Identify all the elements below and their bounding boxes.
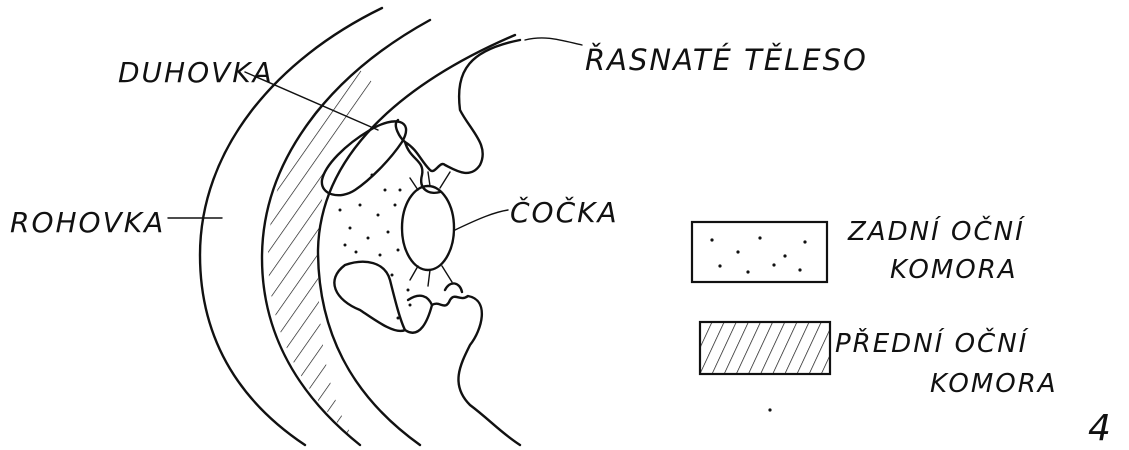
stray-dot [768,408,771,411]
label-cocka: ČOČKA [510,195,619,229]
ciliary-processes-upper [405,142,440,193]
legend-dotted-line2: KOMORA [890,255,1018,285]
label-duhovka: DUHOVKA [118,56,274,89]
legend-swatch-hatched [700,322,830,374]
posterior-chamber-dots [339,174,412,320]
legend-hatched-line1: PŘEDNÍ OČNÍ [835,327,1029,359]
label-rohovka: ROHOVKA [10,206,165,239]
page-number: 4 [1088,408,1113,449]
leader-cocka [455,210,508,230]
iris-lower [334,262,405,331]
anterior-chamber-hatch [268,70,380,440]
legend-swatch-dotted [692,222,827,282]
ciliary-body-lower [405,296,520,445]
label-rasnate-teleso: ŘASNATÉ TĚLESO [585,43,868,77]
lens [402,186,454,270]
legend-hatched-line2: KOMORA [930,369,1058,399]
leader-rasnate-teleso [525,38,582,45]
ciliary-body-upper [396,40,520,173]
legend-dotted-line1: ZADNÍ OČNÍ [847,215,1025,247]
legend-dots [710,236,806,273]
ciliary-processes-lower [408,283,462,305]
